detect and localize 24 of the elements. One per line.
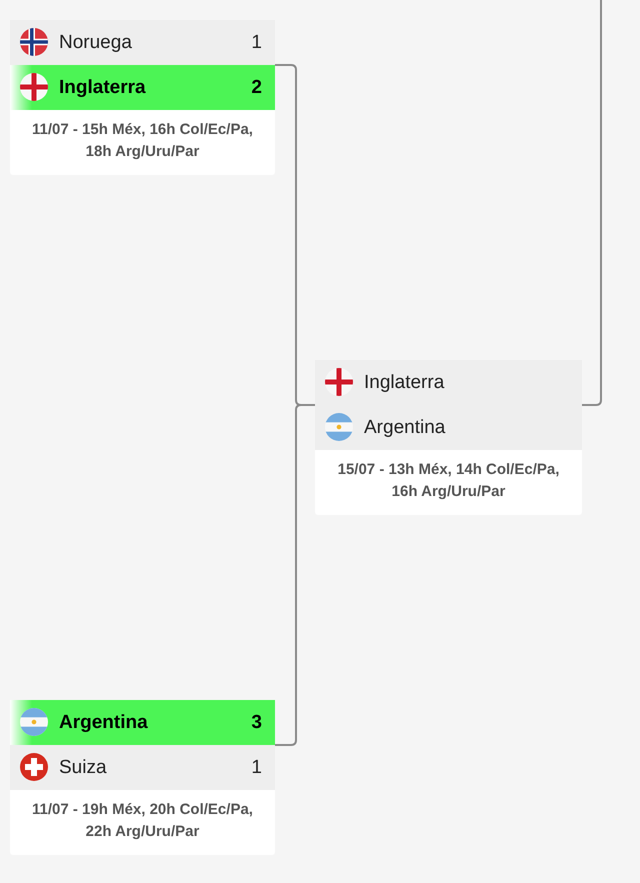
score: 1 — [251, 757, 262, 778]
winner-team-row — [10, 700, 275, 745]
match-card — [10, 20, 275, 175]
match-card — [315, 360, 582, 515]
match-schedule: 11/07 - 19h Méx, 20h Col/Ec/Pa, 22h Arg/Uru/Par — [31, 800, 254, 842]
team-name: Argentina — [59, 712, 148, 733]
match-schedule: 11/07 - 15h Méx, 16h Col/Ec/Pa, 18h Arg/Uru/Par — [31, 120, 254, 162]
score: 1 — [251, 32, 262, 53]
team-row — [10, 20, 275, 65]
team-name: Suiza — [59, 757, 107, 778]
team-row — [315, 405, 582, 450]
score: 2 — [251, 77, 262, 98]
score: 3 — [251, 712, 262, 733]
team-name: Argentina — [364, 417, 446, 438]
team-row — [315, 360, 582, 405]
team-name: Noruega — [59, 32, 132, 53]
match-card — [10, 700, 275, 855]
team-name: Inglaterra — [59, 77, 146, 98]
match-schedule: 15/07 - 13h Méx, 14h Col/Ec/Pa, 16h Arg/Uru/Par — [336, 460, 560, 502]
bracket-line — [582, 0, 602, 406]
team-name: Inglaterra — [364, 372, 444, 393]
bracket-line — [275, 404, 315, 746]
winner-team-row — [10, 65, 275, 110]
team-row — [10, 745, 275, 790]
